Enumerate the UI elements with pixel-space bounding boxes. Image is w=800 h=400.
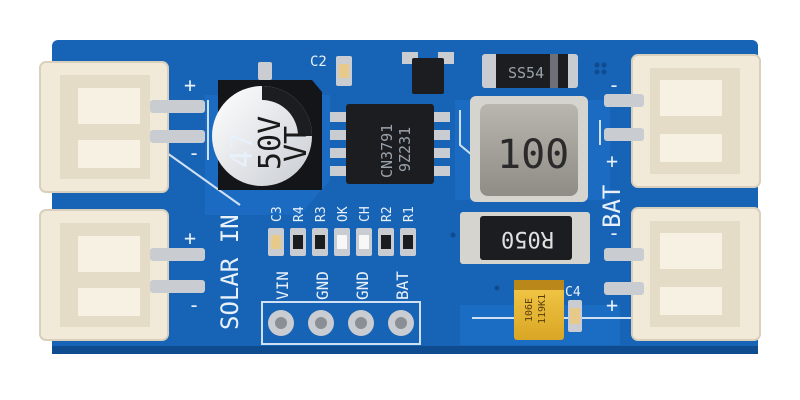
electrolytic-capacitor: 47 50V VT <box>212 62 322 190</box>
smd-ref-label: R3 <box>314 206 329 222</box>
polarity-plus: + <box>606 293 618 317</box>
controller-ic: CN3791 9Z231 <box>330 104 450 184</box>
connector-pin <box>604 94 644 107</box>
c2-label: C2 <box>310 54 327 70</box>
smd-ref-labels: C3 R4 R3 OK CH R2 R1 <box>270 206 417 222</box>
c4-label: C4 <box>565 285 581 300</box>
connector-pin <box>604 128 644 141</box>
sot-transistor <box>402 52 454 94</box>
connector-pin <box>150 280 205 293</box>
smd-ref-label: R4 <box>292 206 307 222</box>
diode-marking: SS54 <box>508 64 544 82</box>
polarity-minus: - <box>608 221 620 245</box>
pin-label-gnd: GND <box>313 271 332 300</box>
pin-label-vin: VIN <box>273 271 292 300</box>
sense-resistor: R050 <box>460 212 590 264</box>
ic-marking-line1: CN3791 <box>378 124 396 178</box>
header-pins <box>268 310 414 336</box>
solar-connector-bottom <box>39 209 205 341</box>
c2-capacitor <box>336 56 352 86</box>
polarity-plus: + <box>184 73 196 97</box>
cap-series-text: VT <box>279 126 314 162</box>
inductor-marking: 100 <box>497 132 569 178</box>
smd-ref-label: C3 <box>270 206 285 222</box>
ic-marking-line2: 9Z231 <box>396 127 414 172</box>
cap-capacity-text: 47 <box>225 132 260 168</box>
c4-capacitor <box>568 300 582 332</box>
pcb-edge-shadow <box>52 346 758 354</box>
bat-connector-top <box>604 54 761 188</box>
smd-component-row <box>268 228 416 256</box>
solar-connector-top <box>39 61 205 193</box>
tantalum-capacitor: 106E 119K1 <box>514 280 564 340</box>
polarity-minus: - <box>188 293 200 317</box>
smd-ref-label: R1 <box>402 206 417 222</box>
polarity-minus: - <box>608 73 620 97</box>
connector-pin <box>150 100 205 113</box>
smd-ref-label: CH <box>358 206 373 222</box>
connector-pin <box>150 248 205 261</box>
smd-ref-label: R2 <box>380 206 395 222</box>
polarity-plus: + <box>184 226 196 250</box>
connector-pin <box>604 282 644 295</box>
pin-label-bat: BAT <box>393 271 412 300</box>
cap-voltage-text: 50V <box>253 116 288 170</box>
polarity-minus: - <box>188 141 200 165</box>
tantalum-marking-line2: 119K1 <box>537 294 548 324</box>
connector-pin <box>604 248 644 261</box>
bat-connector-bottom <box>604 207 761 341</box>
tantalum-marking-line1: 106E <box>524 298 535 322</box>
resistor-marking: R050 <box>501 226 554 251</box>
solar-in-label: SOLAR IN <box>216 214 244 330</box>
header-pin-labels: VIN GND GND BAT <box>273 271 412 300</box>
schottky-diode: SS54 <box>482 54 578 88</box>
smd-ref-label: OK <box>336 206 351 222</box>
polarity-plus: + <box>606 149 618 173</box>
pin-label-gnd: GND <box>353 271 372 300</box>
connector-pin <box>150 130 205 143</box>
bat-label: BAT <box>598 185 626 228</box>
power-inductor: 100 <box>470 96 588 202</box>
